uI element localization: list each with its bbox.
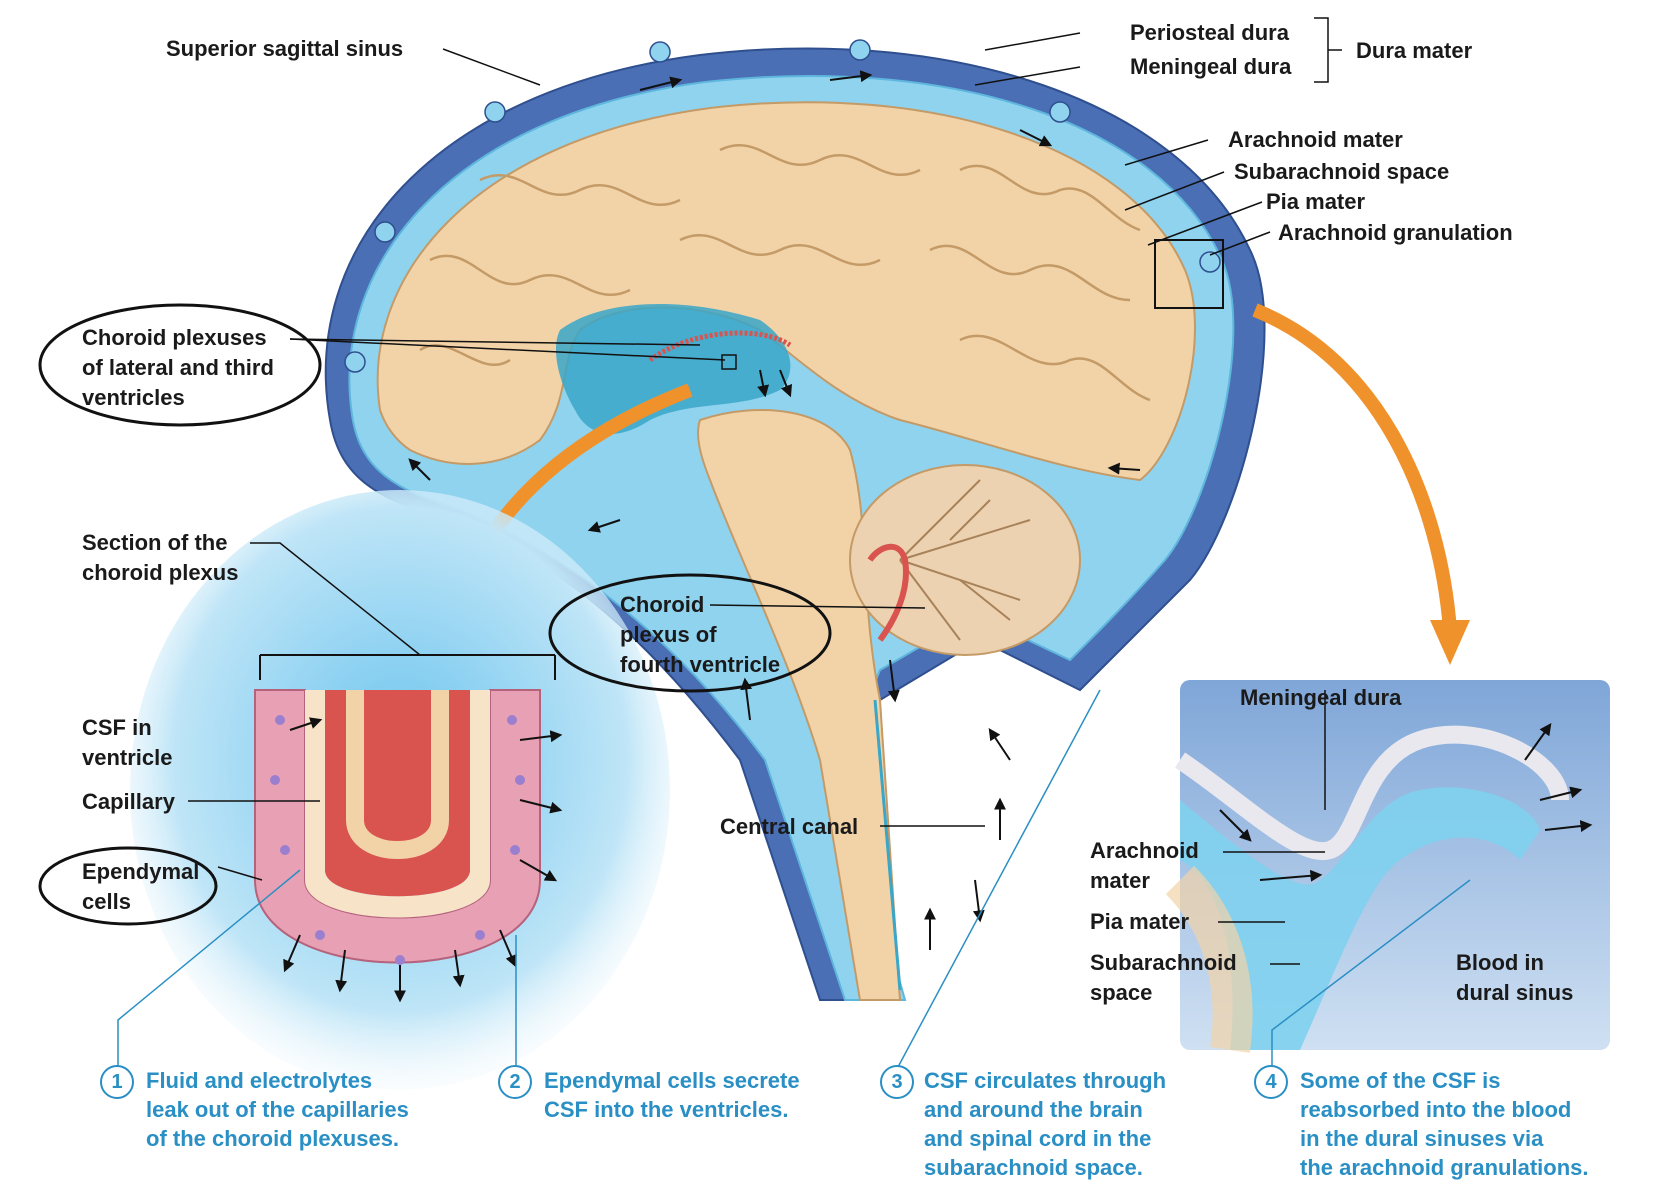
step-3-badge: 3: [880, 1065, 914, 1099]
choroid-plexus-inset: [130, 490, 670, 1090]
leader-lines: [188, 17, 1342, 965]
label-section-of-choroid-plexus: Section of the choroid plexus: [82, 530, 239, 585]
step-3-text: CSF circulates through and around the br…: [924, 1068, 1167, 1180]
label-dura-mater: Dura mater: [1356, 38, 1473, 63]
label-inset-meningeal-dura: Meningeal dura: [1240, 685, 1402, 710]
step-1-text: Fluid and electrolytes leak out of the c…: [146, 1068, 409, 1151]
step-leader-lines: [117, 689, 1471, 1068]
label-periosteal-dura: Periosteal dura: [1130, 20, 1289, 45]
arachnoid-granulations: [344, 39, 1221, 373]
choroid-box: [721, 354, 737, 370]
brain-section: [324, 39, 1266, 1001]
central-canal: [873, 699, 902, 991]
label-arachnoid-mater: Arachnoid mater: [1228, 127, 1403, 152]
inset-subarachnoid: [1180, 787, 1540, 1050]
cerebellum: [849, 464, 1081, 656]
label-inset-subarachnoid-space: Subarachnoid space: [1090, 950, 1237, 1005]
label-subarachnoid-space: Subarachnoid space: [1234, 159, 1450, 184]
step-4-text: Some of the CSF is reabsorbed into the b…: [1300, 1068, 1589, 1180]
label-choroid-plexus-fourth: Choroid plexus of fourth ventricle: [620, 592, 781, 677]
choroid-plexus-lateral: [648, 330, 792, 363]
oval-choroid-lateral: [38, 303, 322, 427]
lateral-ventricle: [555, 303, 791, 434]
label-inset-pia-mater: Pia mater: [1090, 909, 1190, 934]
label-pia-mater: Pia mater: [1266, 189, 1366, 214]
step-2-badge: 2: [498, 1065, 532, 1099]
cerebellum-arbor: [899, 479, 1031, 641]
label-superior-sagittal-sinus: Superior sagittal sinus: [166, 36, 404, 61]
label-choroid-plexuses-lateral-third: Choroid plexuses of lateral and third ve…: [82, 325, 274, 410]
orange-arrowhead-right: [1430, 620, 1470, 665]
label-arachnoid-granulation: Arachnoid granulation: [1278, 220, 1513, 245]
step-2-text: Ependymal cells secrete CSF into the ven…: [544, 1068, 800, 1122]
step-4-badge: 4: [1254, 1065, 1288, 1099]
granulation-inset: [1165, 680, 1610, 1053]
granulation-box: [1154, 239, 1224, 309]
cerebrum: [376, 101, 1196, 482]
label-csf-in-ventricle: CSF in ventricle: [82, 715, 173, 770]
choroid-plexus-fourth: [867, 543, 909, 642]
label-capillary: Capillary: [82, 789, 175, 814]
step-1-badge: 1: [100, 1065, 134, 1099]
label-inset-arachnoid-mater: Arachnoid mater: [1090, 838, 1199, 893]
label-blood-in-dural-sinus: Blood in dural sinus: [1456, 950, 1574, 1005]
oval-choroid-fourth: [548, 573, 832, 693]
label-central-canal: Central canal: [720, 814, 859, 839]
label-meningeal-dura: Meningeal dura: [1130, 54, 1292, 79]
oval-ependymal: [38, 846, 218, 926]
label-ependymal-cells: Ependymal cells: [82, 859, 200, 914]
